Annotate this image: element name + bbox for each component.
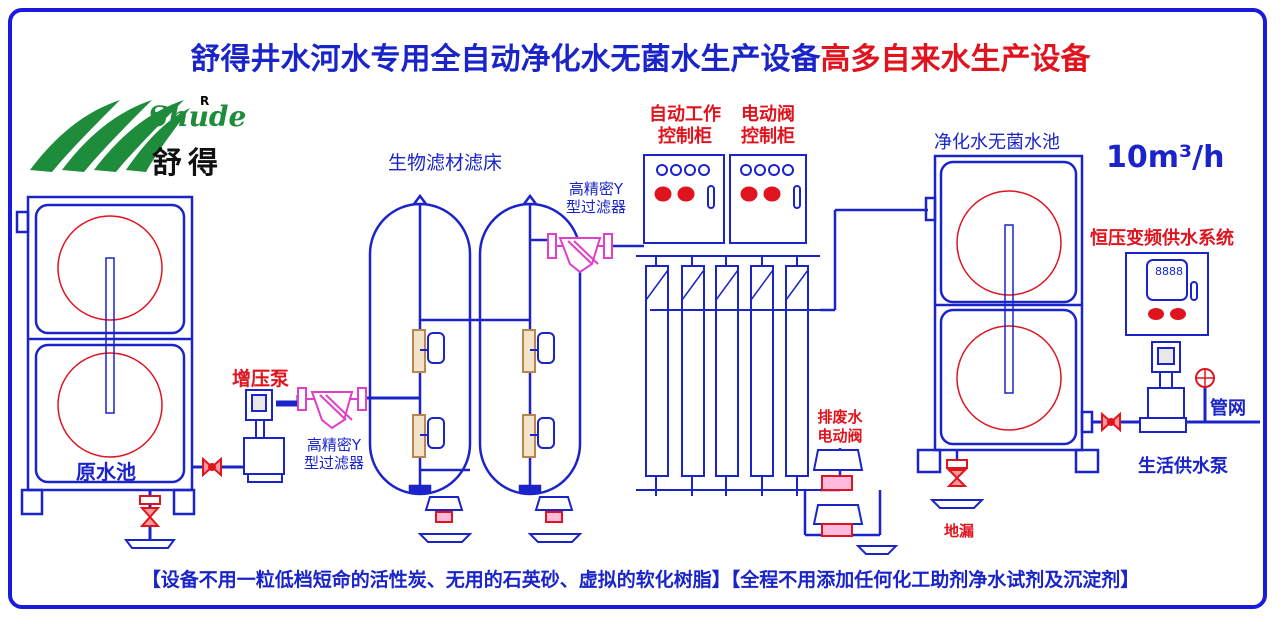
control-cabinet-2-label: 电动阀 控制柜 <box>730 104 806 148</box>
outer-frame <box>8 8 1267 609</box>
raw-tank-label: 原水池 <box>76 460 136 484</box>
y-filter-1-icon <box>297 387 367 430</box>
drain-electric-valves <box>812 449 899 555</box>
title-highlight: 高多自来水生产设备 <box>820 42 1091 77</box>
bio-filter-label: 生物滤材滤床 <box>388 152 503 174</box>
domestic-pump-icon <box>1139 341 1187 433</box>
booster-pump-icon <box>243 389 300 483</box>
y-filter-1-label: 高精密Y 型过滤器 <box>300 436 368 472</box>
y-filter-2-label: 高精密Y 型过滤器 <box>562 180 630 216</box>
membrane-array <box>636 255 820 496</box>
y-filter-2-icon <box>547 233 613 274</box>
footer-note: 【设备不用一粒低档短命的活性炭、无用的石英砂、虚拟的软化树脂】【全程不用添加任何… <box>141 569 1140 591</box>
logo-brand-cn: 舒得 <box>152 146 224 181</box>
valve-icon-2 <box>1101 411 1121 433</box>
booster-pump-label: 增压泵 <box>232 368 290 390</box>
logo-registered-mark: R <box>200 94 210 108</box>
control-cabinet-1-label: 自动工作 控制柜 <box>644 104 726 148</box>
drain-valve-label-line2: 电动阀 <box>817 427 863 445</box>
floor-drain-label: 地漏 <box>944 522 975 540</box>
drain-valve-label: 排废水 电动阀 <box>810 408 870 446</box>
valve-icon <box>202 456 222 478</box>
clean-tank-label: 净化水无菌水池 <box>934 132 1060 153</box>
drain-valve-icon <box>124 495 176 549</box>
flow-rate-label: 10m³/h <box>1106 140 1225 175</box>
pipe-network-label: 管网 <box>1210 398 1246 419</box>
y-filter-2-label-line2: 型过滤器 <box>565 198 626 216</box>
pipe-raw-to-pump <box>148 465 248 540</box>
floor-drain-valve-icon <box>929 450 985 509</box>
title-main: 舒得井水河水专用全自动净化水无菌水生产设备 <box>190 42 821 77</box>
bio-filter-drain-valves <box>417 496 583 543</box>
control-cabinet-1-label-line2: 控制柜 <box>658 126 712 147</box>
domestic-pump-label: 生活供水泵 <box>1138 456 1228 477</box>
pipe-bio-network <box>420 238 644 472</box>
constant-pressure-buttons <box>1148 308 1186 320</box>
pressure-gauge-icon <box>1195 368 1215 388</box>
y-filter-2-label-line1: 高精密Y <box>568 180 624 198</box>
bio-filter-actuators <box>420 332 555 449</box>
clean-water-tank <box>916 154 1100 474</box>
logo-stripes <box>30 100 190 172</box>
y-filter-1-label-line2: 型过滤器 <box>303 454 364 472</box>
control-cabinet-1-buttons <box>654 186 695 202</box>
y-filter-1-label-line1: 高精密Y <box>306 436 362 454</box>
page-title: 舒得井水河水专用全自动净化水无菌水生产设备高多自来水生产设备 <box>0 34 1281 78</box>
constant-pressure-label: 恒压变频供水系统 <box>1090 228 1234 249</box>
control-cabinet-2-label-line1: 电动阀 <box>741 104 795 125</box>
raw-water-tank <box>15 195 196 516</box>
control-cabinet-2-label-line2: 控制柜 <box>741 126 795 147</box>
control-cabinet-1-label-line1: 自动工作 <box>649 104 721 125</box>
control-cabinet-2-buttons <box>740 186 781 202</box>
constant-pressure-controller <box>1125 252 1209 336</box>
controller-display: 8888 <box>1155 265 1183 278</box>
bio-filter-valves <box>412 329 536 458</box>
logo-brand-en: Shude <box>148 100 247 133</box>
drain-valve-label-line1: 排废水 <box>817 408 863 426</box>
